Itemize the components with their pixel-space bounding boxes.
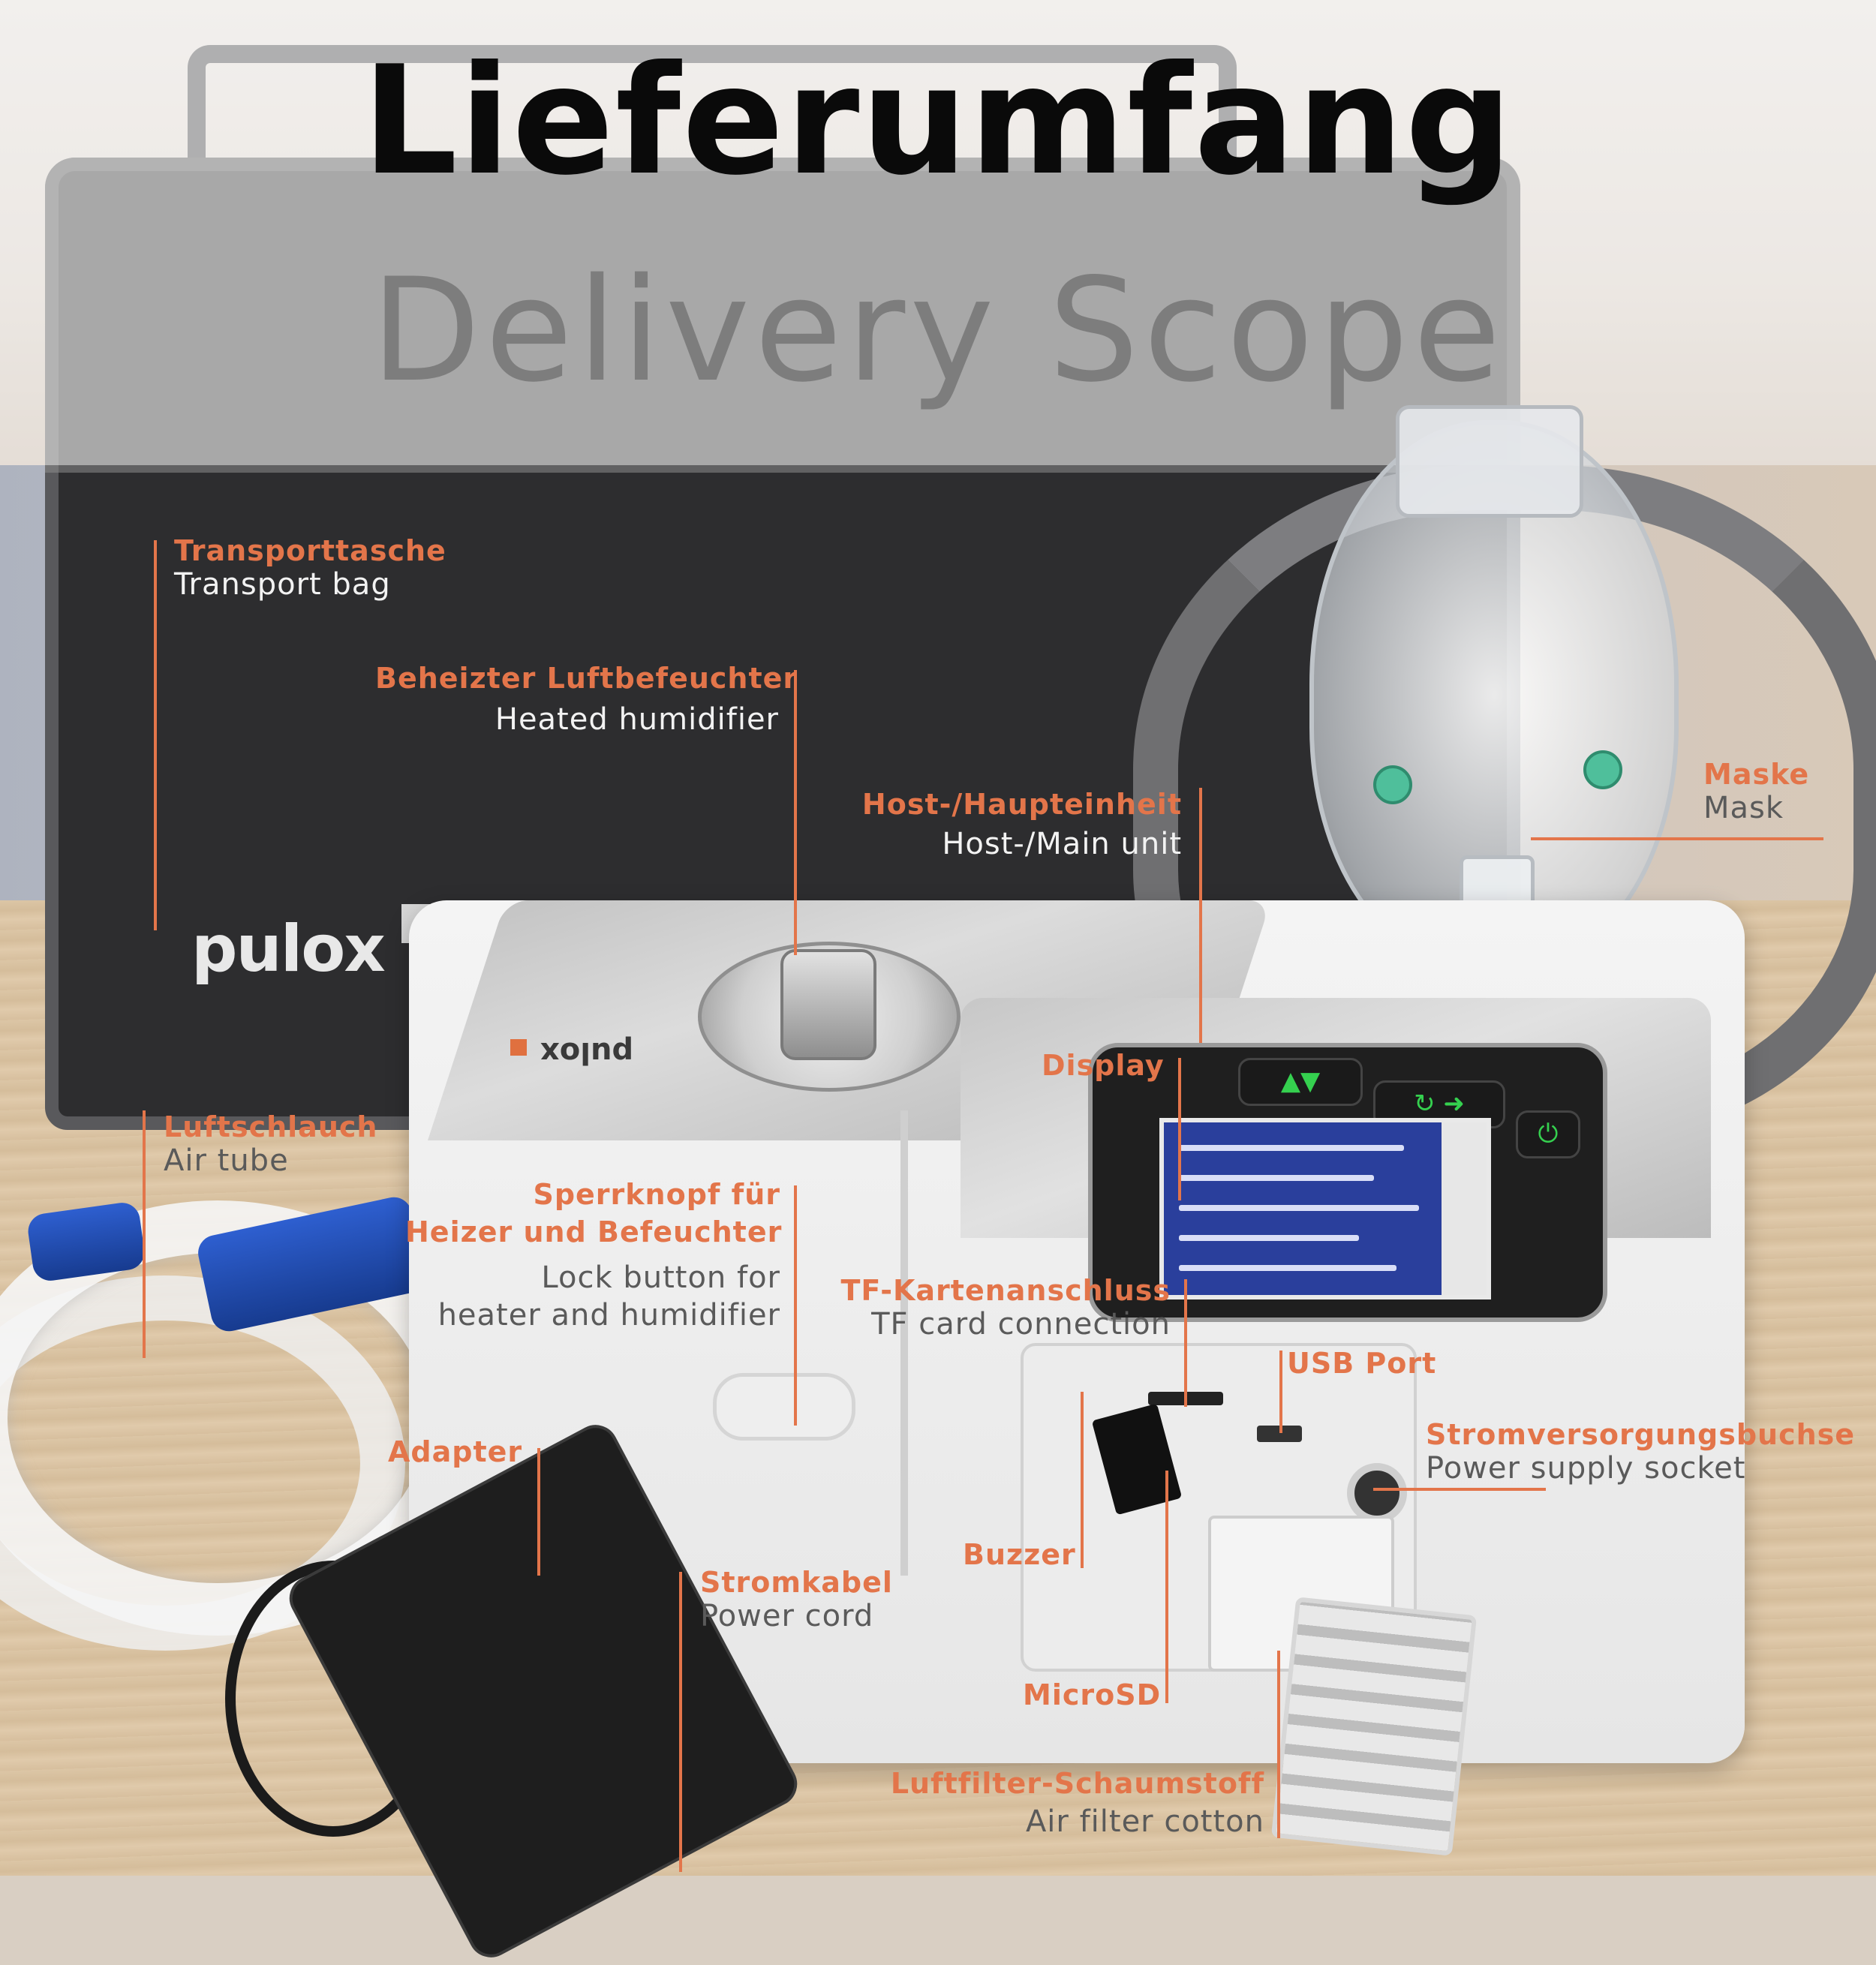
screen-line: [1179, 1145, 1404, 1151]
label-tf-card: TF-Kartenanschluss TF card connection: [825, 1274, 1171, 1342]
screen-line: [1179, 1205, 1419, 1211]
label-microsd: MicroSD: [1023, 1678, 1161, 1711]
label-humidifier: Beheizter Luftbefeuchter Heated humidifi…: [375, 662, 798, 737]
label-de: Buzzer: [963, 1538, 1076, 1571]
leader-line: [1165, 1471, 1168, 1703]
label-power-socket: Stromversorgungsbuchse Power supply sock…: [1426, 1418, 1855, 1486]
label-de: Display: [1042, 1049, 1165, 1082]
label-de: Host-/Haupteinheit: [861, 788, 1182, 821]
label-mask: Maske Mask: [1703, 758, 1809, 825]
label-de: Adapter: [388, 1435, 523, 1468]
power-button[interactable]: ⏻: [1516, 1110, 1580, 1158]
mask-valve-right: [1583, 750, 1622, 789]
label-de: TF-Kartenanschluss: [840, 1274, 1171, 1307]
label-en: Lock button for: [541, 1260, 780, 1295]
label-power-cord: Stromkabel Power cord: [700, 1566, 893, 1633]
leader-line: [794, 670, 797, 955]
device-brand-logo: pulox: [540, 1035, 634, 1070]
leader-line: [154, 540, 157, 930]
label-transport-bag: Transporttasche Transport bag: [174, 534, 446, 602]
label-de: Luftfilter-Schaumstoff: [890, 1767, 1264, 1800]
humidifier-outlet: [780, 949, 876, 1060]
label-de: USB Port: [1287, 1347, 1437, 1380]
leader-line: [537, 1448, 540, 1576]
leader-line: [1178, 1058, 1181, 1200]
screen-line: [1179, 1175, 1374, 1181]
label-en: Power supply socket: [1426, 1451, 1746, 1486]
label-usb-port: USB Port: [1287, 1347, 1436, 1380]
unit-divider: [900, 1110, 908, 1576]
power-socket[interactable]: [1347, 1463, 1407, 1523]
label-en: Air filter cotton: [1025, 1804, 1264, 1839]
label-main-unit: Host-/Haupteinheit Host-/Main unit: [788, 788, 1182, 861]
label-de: Beheizter Luftbefeuchter: [375, 662, 798, 695]
label-en: Host-/Main unit: [942, 827, 1182, 861]
up-down-buttons[interactable]: ▲▼: [1238, 1058, 1363, 1106]
screen-line: [1179, 1265, 1396, 1271]
leader-line: [1199, 788, 1202, 1043]
leader-line: [1277, 1651, 1280, 1838]
label-en: Power cord: [700, 1599, 874, 1633]
leader-line: [1081, 1392, 1084, 1568]
label-adapter: Adapter: [388, 1435, 522, 1468]
label-de: Stromkabel: [700, 1566, 893, 1599]
display-screen: [1159, 1118, 1491, 1299]
label-en: Heated humidifier: [495, 702, 779, 737]
leader-line: [1373, 1488, 1546, 1491]
leader-line: [679, 1572, 682, 1872]
leader-line: [1531, 837, 1823, 840]
leader-line: [143, 1110, 146, 1358]
mask-valve-left: [1373, 765, 1412, 804]
label-de: Maske: [1703, 758, 1810, 791]
label-en: TF card connection: [871, 1307, 1171, 1342]
label-buzzer: Buzzer: [963, 1538, 1076, 1571]
screen-line: [1179, 1235, 1359, 1241]
label-en: Air tube: [164, 1143, 289, 1178]
title-band: [0, 0, 1876, 465]
mask-forehead-frame: [1396, 405, 1583, 518]
label-de: Luftschlauch: [164, 1110, 378, 1143]
label-de: Sperrknopf für: [533, 1178, 780, 1211]
lock-button[interactable]: [713, 1373, 855, 1441]
bag-top-flap: [45, 158, 1520, 473]
label-de: MicroSD: [1023, 1678, 1162, 1711]
title-german: Lieferumfang: [362, 34, 1514, 209]
leader-line: [794, 1185, 797, 1426]
label-en: Mask: [1703, 791, 1784, 825]
bag-brand-logo: pulox: [191, 912, 386, 987]
usb-port[interactable]: [1257, 1426, 1302, 1442]
title-english: Delivery Scope: [371, 248, 1505, 413]
air-filter: [1270, 1597, 1478, 1856]
label-lock-button: Sperrknopf für Heizer und Befeuchter Loc…: [405, 1178, 783, 1333]
label-de: Heizer und Befeuchter: [405, 1215, 783, 1248]
label-air-tube: Luftschlauch Air tube: [164, 1110, 377, 1178]
label-display: Display: [1042, 1049, 1165, 1082]
screen-menu-icons: [1442, 1122, 1487, 1295]
leader-line: [1184, 1279, 1187, 1407]
device-logo-mark: [510, 1039, 527, 1056]
label-en: heater and humidifier: [437, 1298, 780, 1333]
label-de: Transporttasche: [174, 534, 446, 567]
label-en: Transport bag: [174, 567, 391, 602]
leader-line: [1279, 1351, 1282, 1433]
label-de: Stromversorgungsbuchse: [1426, 1418, 1856, 1451]
label-air-filter: Luftfilter-Schaumstoff Air filter cotton: [870, 1767, 1264, 1839]
